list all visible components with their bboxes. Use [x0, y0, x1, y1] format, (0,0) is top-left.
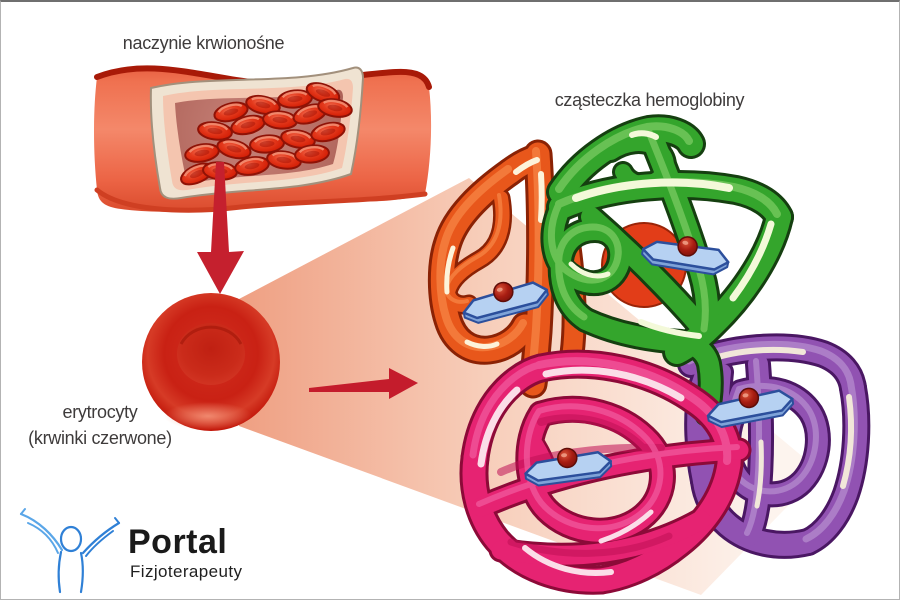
label-hemoglobin-molecule: cząsteczka hemoglobiny — [554, 90, 745, 110]
label-blood-vessel: naczynie krwionośne — [122, 33, 285, 53]
hemoglobin-molecule-illustration — [440, 126, 856, 580]
label-erythrocytes: erytrocyty (krwinki czerwone) — [9, 399, 191, 451]
arrow-right-icon — [309, 368, 418, 399]
hemoglobin-subunit-alpha-orange — [440, 151, 574, 384]
logo-figure-icon — [19, 508, 121, 594]
arrow-down-icon — [197, 162, 244, 294]
logo-subtitle: Fizjoterapeuty — [130, 562, 243, 581]
logo-title: Portal — [128, 523, 228, 561]
erythrocyte-illustration — [142, 293, 280, 431]
label-erythrocytes-line2: (krwinki czerwone) — [28, 428, 172, 448]
label-erythrocytes-line1: erytrocyty — [62, 402, 138, 422]
hemoglobin-subunit-alpha-green — [551, 126, 779, 414]
hemoglobin-subunit-beta-pink — [473, 361, 739, 580]
blood-vessel-illustration — [94, 65, 432, 213]
